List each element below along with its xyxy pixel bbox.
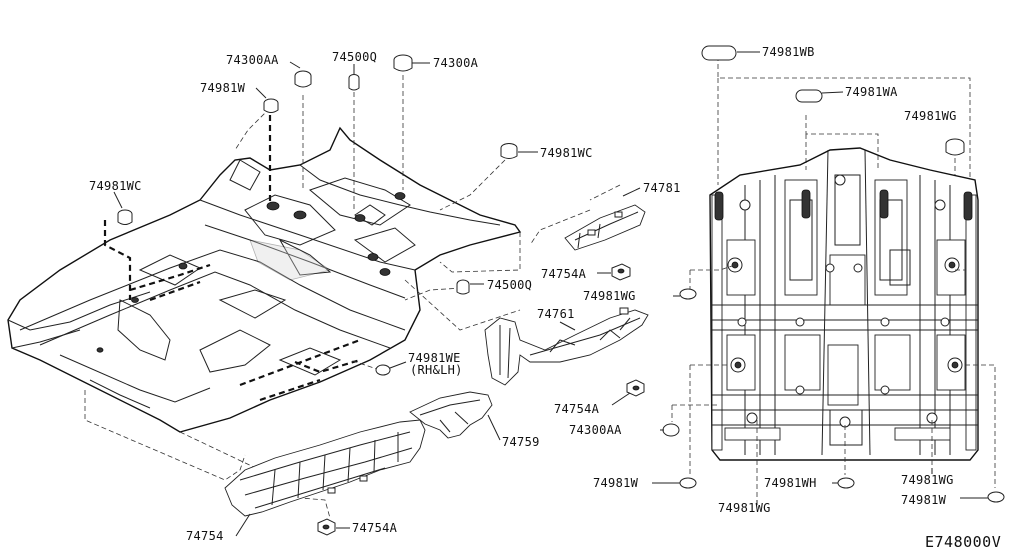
label-74300A: 74300A [433, 56, 479, 70]
label-74761: 74761 [537, 307, 575, 321]
label-74981W-right: 74981W [901, 493, 947, 507]
label-74981W-left: 74981W [593, 476, 639, 490]
plug-74981WG-mid-icon [679, 288, 697, 300]
label-74981WE: 74981WE [408, 351, 461, 365]
label-74500Q-top: 74500Q [332, 50, 377, 64]
plug-74981WA-icon [795, 89, 823, 103]
label-74500Q-mid: 74500Q [487, 278, 532, 292]
label-74981WG-right: 74981WG [901, 473, 954, 487]
label-74981WC-right: 74981WC [540, 146, 593, 160]
label-leaders [113, 51, 988, 537]
plugs-right [662, 45, 1005, 503]
plug-74981WE-icon [375, 364, 391, 376]
label-74781: 74781 [643, 181, 681, 195]
part-74761-insulator [484, 307, 649, 386]
label-74754A-mid: 74754A [541, 267, 587, 281]
plug-74981WB-icon [701, 45, 737, 61]
label-74981WA: 74981WA [845, 85, 898, 99]
label-74981WG-bottom: 74981WG [718, 501, 771, 515]
floor-underside-view [671, 56, 996, 500]
label-74981WC-left: 74981WC [89, 179, 142, 193]
label-74754A-bottom: 74754A [352, 521, 398, 535]
part-74759-insulator [409, 391, 493, 439]
plug-74981WH-icon [837, 477, 855, 489]
label-74754: 74754 [186, 529, 224, 543]
plugs-left [117, 54, 518, 376]
floor-panel-assembly [7, 75, 621, 519]
part-labels: 74300AA 74500Q 74300A 74981W 74981WC 749… [89, 45, 1001, 551]
diagram-code: E748000V [925, 533, 1001, 551]
label-74754A-low: 74754A [554, 402, 600, 416]
part-74754A-nut-bottom [317, 518, 336, 536]
label-74759: 74759 [502, 435, 540, 449]
plug-74981W-left-icon [679, 477, 697, 489]
label-74300AA-right: 74300AA [569, 423, 622, 437]
label-74981WG-top: 74981WG [904, 109, 957, 123]
part-74754A-nut-low [626, 379, 645, 397]
label-74981W-top: 74981W [200, 81, 246, 95]
label-74981WH: 74981WH [764, 476, 817, 490]
part-74754-insulator [224, 419, 426, 517]
part-74754A-nut-mid [611, 263, 631, 281]
label-74300AA-top: 74300AA [226, 53, 279, 67]
label-74981WB: 74981WB [762, 45, 815, 59]
plug-74981W-right-icon [987, 491, 1005, 503]
part-74781-bracket [564, 204, 646, 251]
label-74981WE-sub: (RH&LH) [410, 363, 463, 377]
label-74981WG-mid: 74981WG [583, 289, 636, 303]
plug-74300AA-right-icon [662, 423, 680, 437]
